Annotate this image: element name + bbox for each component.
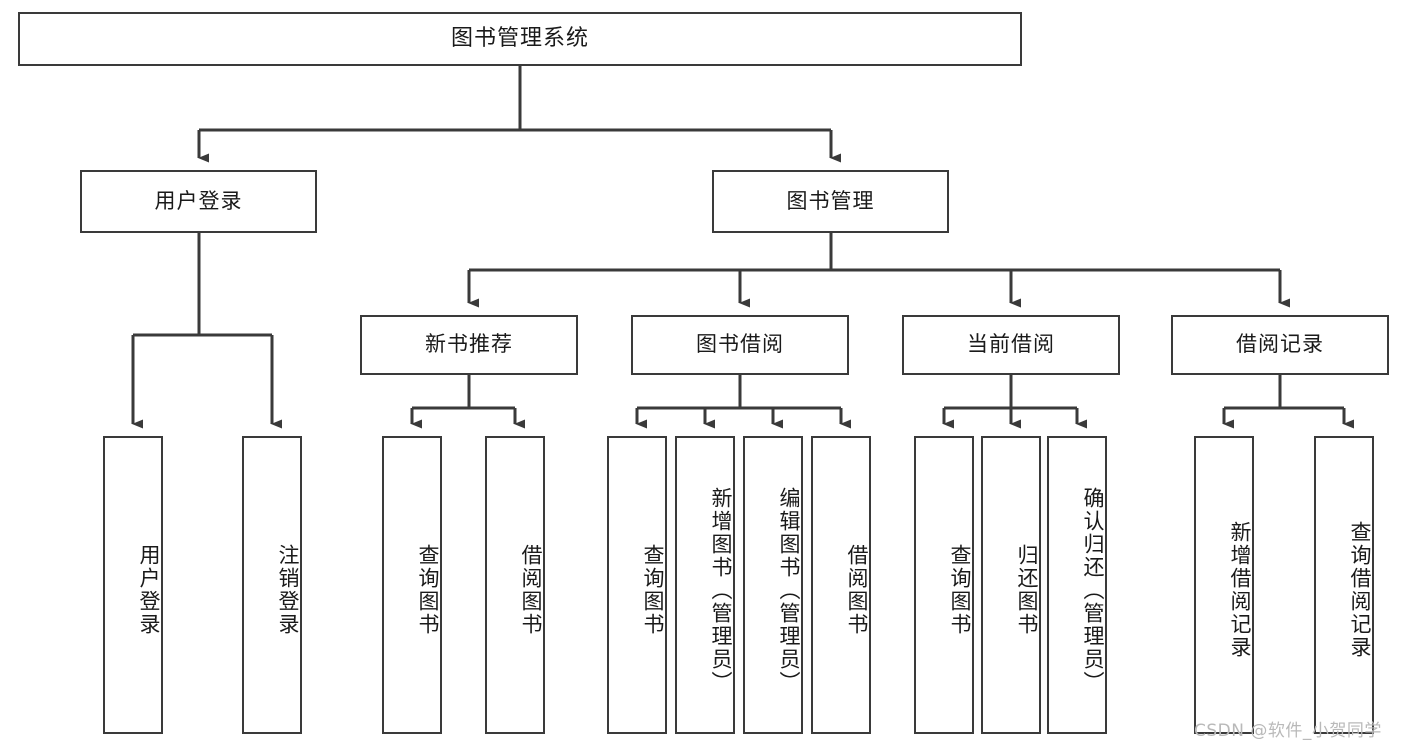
leaf-recommend-borrow-book[interactable]: 借阅图书 — [485, 436, 545, 734]
node-label: 新书推荐 — [425, 332, 513, 357]
leaf-recommend-query-book[interactable]: 查询图书 — [382, 436, 442, 734]
leaf-borrow-borrow-book[interactable]: 借阅图书 — [811, 436, 871, 734]
node-book-management[interactable]: 图书管理 — [712, 170, 949, 233]
leaf-current-return-book[interactable]: 归还图书 — [981, 436, 1041, 734]
node-user-login[interactable]: 用户登录 — [80, 170, 317, 233]
node-current-borrow[interactable]: 当前借阅 — [902, 315, 1120, 375]
node-label: 注销登录 — [276, 544, 300, 636]
leaf-current-confirm-return-admin[interactable]: 确认归还（管理员） — [1047, 436, 1107, 734]
node-new-book-recommend[interactable]: 新书推荐 — [360, 315, 578, 375]
node-label: 查询图书 — [641, 544, 665, 636]
leaf-record-query-record[interactable]: 查询借阅记录 — [1314, 436, 1374, 734]
node-label: 新增图书（管理员） — [709, 486, 733, 694]
node-label: 编辑图书（管理员） — [777, 486, 801, 694]
node-label: 归还图书 — [1015, 544, 1039, 636]
node-root-system[interactable]: 图书管理系统 — [18, 12, 1022, 66]
leaf-record-add-record[interactable]: 新增借阅记录 — [1194, 436, 1254, 734]
node-label: 借阅图书 — [845, 544, 869, 636]
node-label: 确认归还（管理员） — [1081, 486, 1105, 694]
node-label: 当前借阅 — [967, 332, 1055, 357]
node-label: 用户登录 — [154, 188, 243, 213]
leaf-borrow-edit-book-admin[interactable]: 编辑图书（管理员） — [743, 436, 803, 734]
leaf-borrow-add-book-admin[interactable]: 新增图书（管理员） — [675, 436, 735, 734]
leaf-borrow-query-book[interactable]: 查询图书 — [607, 436, 667, 734]
node-label: 借阅记录 — [1236, 332, 1324, 357]
leaf-user-login-logout[interactable]: 注销登录 — [242, 436, 302, 734]
csdn-watermark: CSDN @软件_小贺同学 — [1194, 721, 1382, 741]
node-label: 用户登录 — [137, 544, 161, 636]
node-borrow-record[interactable]: 借阅记录 — [1171, 315, 1389, 375]
node-label: 新增借阅记录 — [1228, 521, 1252, 659]
node-label: 借阅图书 — [519, 544, 543, 636]
node-label: 图书借阅 — [696, 332, 784, 357]
node-book-borrow[interactable]: 图书借阅 — [631, 315, 849, 375]
node-label: 图书管理系统 — [450, 25, 589, 51]
node-label: 查询图书 — [416, 544, 440, 636]
leaf-user-login-signin[interactable]: 用户登录 — [103, 436, 163, 734]
node-label: 图书管理 — [786, 188, 875, 213]
node-label: 查询借阅记录 — [1348, 521, 1372, 659]
node-label: 查询图书 — [948, 544, 972, 636]
leaf-current-query-book[interactable]: 查询图书 — [914, 436, 974, 734]
